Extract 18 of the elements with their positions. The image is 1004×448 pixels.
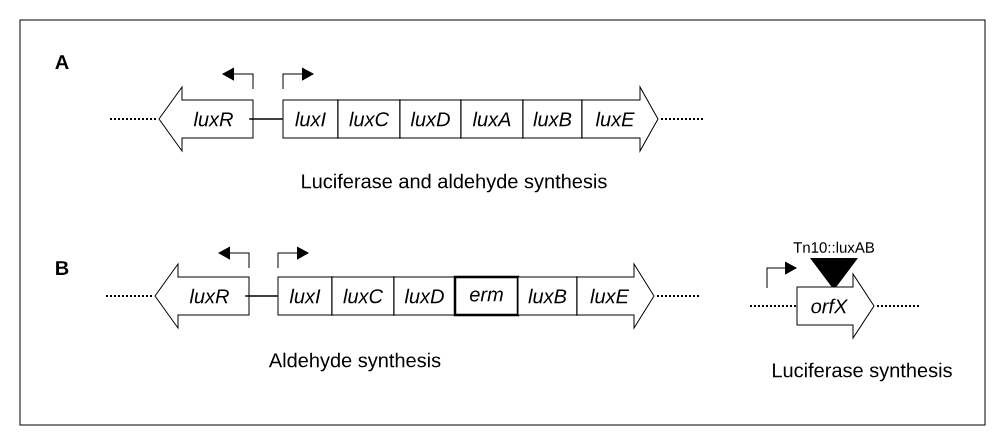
gene-box: luxB: [522, 99, 583, 139]
dna-line: [248, 118, 284, 120]
gene-box: luxD: [393, 276, 456, 316]
gene-box: luxB: [517, 276, 578, 316]
gene-box: erm: [453, 275, 520, 317]
gene-box: luxC: [331, 276, 395, 316]
gene-box: luxC: [337, 99, 401, 139]
panel-letter: B: [56, 261, 69, 275]
caption: Luciferase and aldehyde synthesis: [302, 173, 607, 193]
caption: Aldehyde synthesis: [268, 352, 441, 372]
caption: Luciferase synthesis: [773, 362, 952, 382]
gene-box: luxI: [282, 99, 339, 139]
gene-box: luxD: [399, 99, 462, 139]
node-label: Tn10::luxAB: [793, 241, 875, 253]
gene-box: luxA: [460, 99, 524, 139]
panel-letter: A: [55, 55, 69, 69]
gene-box: luxI: [277, 276, 333, 316]
dna-line: [244, 295, 279, 297]
